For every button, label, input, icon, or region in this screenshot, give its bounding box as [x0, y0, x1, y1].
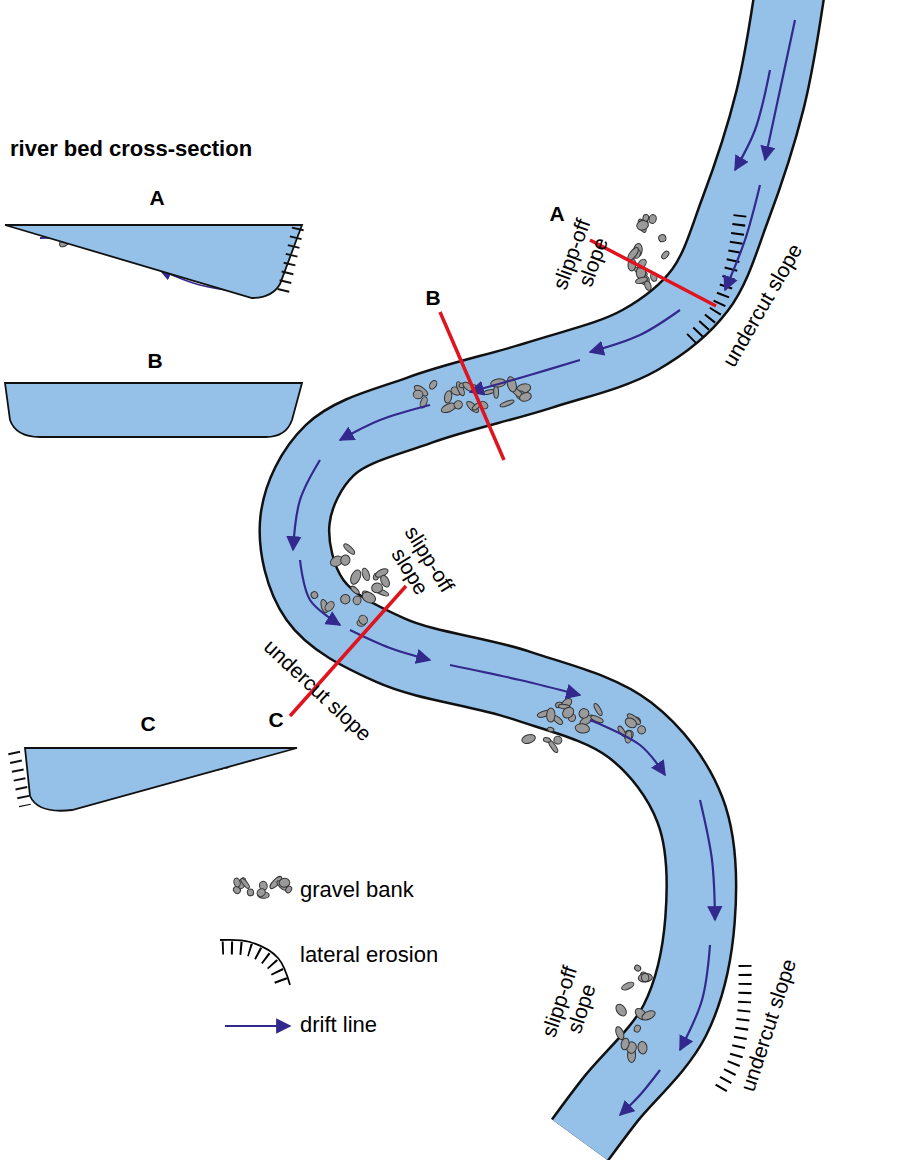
gravel-stone — [340, 554, 351, 566]
section-letter: B — [147, 349, 162, 372]
erosion-bank — [220, 940, 290, 985]
river-water — [294, 0, 790, 1140]
gravel-stone — [553, 735, 563, 745]
drift-line — [450, 665, 580, 695]
gravel-stone — [483, 389, 495, 396]
drift-line — [293, 460, 320, 550]
drift-line — [765, 20, 795, 160]
legend-text: drift line — [300, 1012, 377, 1038]
section-letter: C — [140, 712, 155, 735]
gravel-stone — [323, 600, 336, 613]
gravel-stone — [452, 399, 464, 410]
gravel-stone — [620, 1037, 630, 1050]
gravel-stone — [349, 568, 363, 585]
erosion-ticks — [283, 228, 298, 292]
drift-line — [620, 1070, 660, 1115]
gravel-stone — [546, 708, 555, 722]
gravel-stone — [521, 733, 537, 745]
gravel-stone — [633, 1024, 641, 1033]
gravel-stone — [621, 981, 635, 992]
gravel-stone — [443, 390, 452, 404]
gravel-stone — [560, 705, 576, 720]
section-heading: river bed cross-section — [10, 136, 252, 162]
gravel-stone — [577, 707, 591, 721]
drift-line — [680, 945, 710, 1050]
gravel-stone — [240, 877, 251, 889]
drift-line — [300, 560, 340, 625]
gravel-stone — [233, 877, 241, 887]
gravel-stone — [310, 590, 319, 599]
gravel-stone — [499, 399, 514, 408]
gravel-stone — [543, 737, 551, 743]
section-letter: A — [549, 202, 564, 225]
gravel-stone — [614, 1002, 629, 1018]
section-letter: B — [425, 286, 440, 309]
gravel-stone — [640, 1009, 656, 1022]
gravel-stone — [285, 885, 293, 894]
cross-section — [5, 225, 302, 298]
gravel-stone — [593, 702, 604, 716]
gravel-stone — [623, 716, 638, 730]
gravel-stone — [637, 1041, 647, 1054]
section-line — [440, 312, 504, 460]
gravel-stone — [575, 723, 591, 734]
drift-line — [590, 310, 680, 352]
gravel-stone — [350, 585, 361, 595]
gravel-stone — [413, 390, 423, 399]
gravel-stone — [658, 234, 667, 243]
erosion-ticks — [14, 752, 25, 806]
legend-text: gravel bank — [300, 877, 414, 903]
gravel-stone — [361, 567, 371, 581]
legend-text: lateral erosion — [300, 942, 438, 968]
gravel-stone — [633, 964, 641, 972]
erosion-ticks — [222, 948, 283, 987]
gravel-stone — [643, 280, 652, 291]
gravel-stone — [641, 973, 649, 982]
cross-section — [5, 383, 302, 437]
section-letter: C — [268, 708, 283, 731]
gravel-stone — [547, 726, 555, 732]
gravel-stone — [357, 614, 369, 626]
gravel-stone — [518, 391, 532, 403]
slope-label: undercut slope — [736, 956, 801, 1094]
gravel-stone — [638, 973, 653, 983]
gravel-stone — [256, 887, 267, 898]
gravel-stone — [642, 214, 649, 222]
drift-line — [470, 360, 580, 392]
drift-line — [590, 720, 665, 775]
gravel-stone — [342, 542, 356, 555]
slope-label: slipp-off slope — [534, 955, 606, 1055]
erosion-ticks — [690, 215, 740, 340]
gravel-stone — [371, 583, 383, 594]
drift-line — [735, 70, 770, 170]
slope-label: slipp-off slope — [377, 515, 464, 616]
gravel-stone — [339, 593, 352, 606]
gravel-stone — [648, 214, 657, 224]
gravel-stone — [247, 888, 255, 896]
river-bank — [294, 0, 790, 1140]
drift-line — [725, 185, 760, 290]
gravel-stone — [660, 250, 670, 260]
drift-line — [700, 800, 715, 920]
gravel-stone — [637, 725, 646, 735]
gravel-stone — [352, 595, 361, 605]
drift-line — [340, 405, 430, 440]
section-letter: A — [149, 186, 164, 209]
gravel-stone — [428, 379, 438, 390]
cross-section — [25, 748, 297, 811]
legend-arrow — [225, 1025, 290, 1027]
